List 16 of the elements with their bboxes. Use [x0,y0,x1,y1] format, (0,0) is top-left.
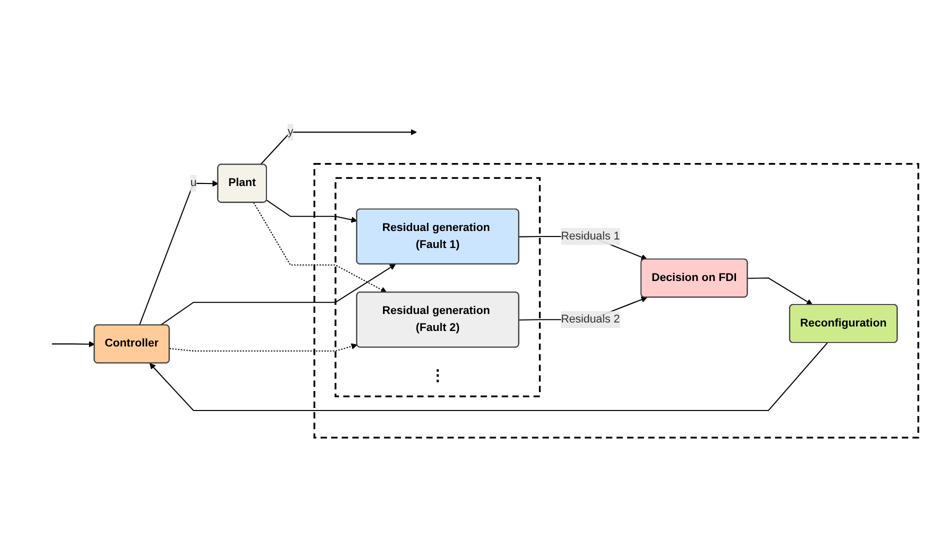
cluster [334,176,541,398]
arrow [253,202,387,293]
arrow [266,200,358,223]
edge-label: y [288,126,294,138]
edge-label: Residuals 1 [560,230,620,242]
arrow [170,343,358,352]
arrow [160,264,396,326]
arrow [138,180,218,326]
arrow [149,342,828,411]
edge-label: u [190,176,197,189]
edge-label: Residuals 2 [560,313,620,326]
arrow [52,340,95,348]
arrow [260,128,417,165]
node-text: ⋮ [430,366,446,384]
arrow [748,277,813,305]
cluster [314,162,920,438]
